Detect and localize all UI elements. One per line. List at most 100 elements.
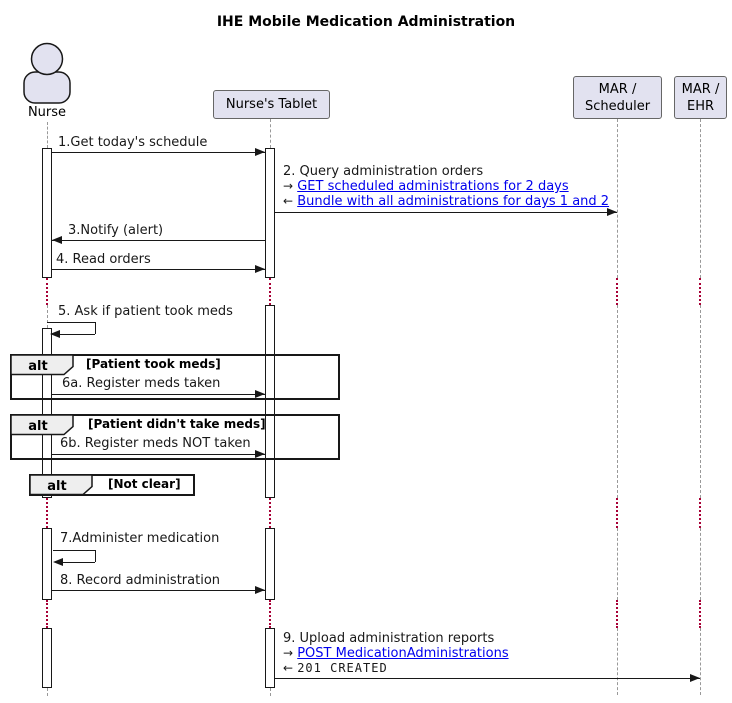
delay-marker bbox=[46, 600, 48, 628]
participant-box-ehr: MAR / EHR bbox=[674, 76, 727, 119]
message-7-line bbox=[53, 550, 95, 551]
participant-label-ehr-line1: MAR / bbox=[681, 81, 720, 97]
lifeline-scheduler bbox=[617, 628, 618, 695]
message-7-label: 7.Administer medication bbox=[60, 531, 220, 546]
lifeline-scheduler bbox=[617, 305, 618, 498]
alt-operator-label: alt bbox=[28, 359, 47, 374]
response-arrow-icon: ← bbox=[283, 194, 294, 208]
activation-bar-nurse bbox=[42, 328, 52, 498]
message-5-arrowhead-icon bbox=[50, 330, 60, 338]
participant-label-ehr-line2: EHR bbox=[686, 98, 715, 114]
message-4-line bbox=[52, 269, 265, 270]
message-1-label: 1.Get today's schedule bbox=[58, 135, 208, 150]
message-6a-label: 6a. Register meds taken bbox=[62, 376, 221, 391]
alt-guard-patient-didnt-take-meds: [Patient didn't take meds] bbox=[88, 417, 266, 431]
nurse-actor-icon bbox=[23, 42, 71, 104]
message-2-line bbox=[275, 212, 617, 213]
delay-marker bbox=[269, 498, 271, 528]
message-8-arrowhead-icon bbox=[255, 586, 265, 594]
lifeline-ehr bbox=[700, 628, 701, 695]
delay-marker bbox=[699, 278, 701, 305]
participant-box-tablet: Nurse's Tablet bbox=[213, 90, 330, 119]
delay-marker bbox=[616, 278, 618, 305]
message-9-arrowhead-icon bbox=[690, 674, 700, 682]
message-8-line bbox=[52, 590, 265, 591]
activation-bar-tablet bbox=[265, 628, 275, 688]
message-9-request: → POST MedicationAdministrations bbox=[283, 646, 509, 661]
diagram-title: IHE Mobile Medication Administration bbox=[216, 14, 516, 30]
delay-marker bbox=[616, 600, 618, 628]
message-5-label: 5. Ask if patient took meds bbox=[58, 304, 233, 319]
message-5-line bbox=[95, 322, 96, 334]
message-2-response-link[interactable]: Bundle with all administrations for days… bbox=[297, 194, 610, 209]
delay-marker bbox=[699, 498, 701, 528]
message-1-arrowhead-icon bbox=[255, 148, 265, 156]
delay-marker bbox=[46, 498, 48, 528]
lifeline-tablet bbox=[270, 688, 271, 696]
alt-fragment-patient-took-meds bbox=[10, 354, 340, 400]
message-2-label: 2. Query administration orders bbox=[283, 164, 484, 179]
message-1-line bbox=[52, 152, 265, 153]
message-2-request-link[interactable]: GET scheduled administrations for 2 days bbox=[297, 179, 569, 194]
activation-bar-tablet bbox=[265, 528, 275, 600]
actor-label-nurse: Nurse bbox=[27, 105, 67, 120]
message-5-line bbox=[47, 322, 95, 323]
lifeline-ehr bbox=[700, 305, 701, 498]
participant-label-tablet: Nurse's Tablet bbox=[225, 97, 318, 112]
participant-box-scheduler: MAR / Scheduler bbox=[573, 76, 662, 119]
alt-operator-label: alt bbox=[28, 419, 47, 434]
lifeline-ehr bbox=[700, 119, 701, 278]
message-9-label: 9. Upload administration reports bbox=[283, 631, 495, 646]
lifeline-tablet bbox=[270, 119, 271, 148]
message-9-response-status: 201 CREATED bbox=[297, 661, 388, 675]
alt-fragment-patient-didnt-take-meds bbox=[10, 414, 340, 460]
message-6a-line bbox=[52, 394, 265, 395]
message-2-arrowhead-icon bbox=[607, 208, 617, 216]
activation-bar-nurse bbox=[42, 628, 52, 688]
message-4-arrowhead-icon bbox=[255, 265, 265, 273]
lifeline-ehr bbox=[700, 528, 701, 600]
lifeline-nurse bbox=[47, 688, 48, 696]
message-3-arrowhead-icon bbox=[52, 236, 62, 244]
alt-guard-patient-took-meds: [Patient took meds] bbox=[86, 357, 221, 371]
alt-guard-not-clear: [Not clear] bbox=[108, 477, 181, 491]
participant-label-scheduler-line1: MAR / bbox=[598, 81, 637, 97]
alt-operator-label: alt bbox=[47, 479, 66, 494]
message-6a-arrowhead-icon bbox=[255, 390, 265, 398]
activation-bar-tablet bbox=[265, 305, 275, 498]
message-9-request-link[interactable]: POST MedicationAdministrations bbox=[297, 646, 509, 661]
lifeline-scheduler bbox=[617, 119, 618, 278]
request-arrow-icon: → bbox=[283, 179, 294, 193]
message-8-label: 8. Record administration bbox=[60, 573, 221, 588]
delay-marker bbox=[269, 600, 271, 628]
message-3-line bbox=[52, 240, 265, 241]
message-7-line bbox=[63, 562, 95, 563]
delay-marker bbox=[616, 498, 618, 528]
lifeline-nurse bbox=[47, 305, 48, 328]
message-4-label: 4. Read orders bbox=[56, 252, 151, 267]
message-9-line bbox=[275, 678, 700, 679]
message-6b-arrowhead-icon bbox=[255, 450, 265, 458]
request-arrow-icon: → bbox=[283, 646, 294, 660]
participant-label-scheduler-line2: Scheduler bbox=[584, 98, 651, 114]
message-6b-label: 6b. Register meds NOT taken bbox=[60, 436, 251, 451]
delay-marker bbox=[699, 600, 701, 628]
activation-bar-nurse bbox=[42, 528, 52, 600]
message-3-label: 3.Notify (alert) bbox=[68, 223, 164, 238]
message-7-arrowhead-icon bbox=[53, 558, 63, 566]
message-9-response: ← 201 CREATED bbox=[283, 661, 388, 676]
response-arrow-icon: ← bbox=[283, 661, 294, 675]
lifeline-nurse bbox=[47, 122, 48, 148]
alt-operator-badge: alt bbox=[29, 474, 93, 496]
delay-marker bbox=[269, 278, 271, 305]
message-7-line bbox=[95, 550, 96, 562]
message-2-response: ← Bundle with all administrations for da… bbox=[283, 194, 609, 209]
delay-marker bbox=[46, 278, 48, 305]
lifeline-scheduler bbox=[617, 528, 618, 600]
message-6b-line bbox=[52, 454, 265, 455]
alt-operator-badge: alt bbox=[10, 354, 74, 376]
alt-operator-badge: alt bbox=[10, 414, 74, 436]
message-5-line bbox=[60, 334, 95, 335]
message-2-request: → GET scheduled administrations for 2 da… bbox=[283, 179, 569, 194]
